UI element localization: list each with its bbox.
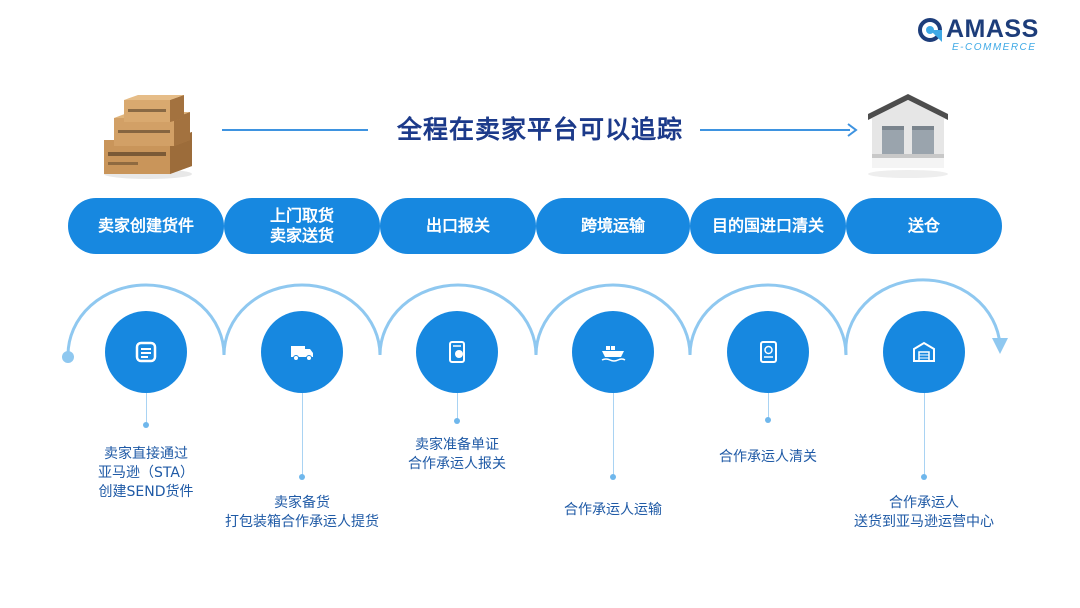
connector-dot-3 bbox=[454, 418, 460, 424]
ship-icon bbox=[601, 346, 626, 362]
step-text-1: 卖家直接通过 亚马逊（STA） 创建SEND货件 bbox=[98, 446, 194, 500]
step-circle-4 bbox=[572, 311, 654, 393]
step-text-6: 合作承运人 送货到亚马逊运营中心 bbox=[854, 495, 994, 530]
connector-4 bbox=[613, 393, 614, 478]
step-circle-5 bbox=[727, 311, 809, 393]
connector-dot-5 bbox=[765, 417, 771, 423]
connector-2 bbox=[302, 393, 303, 478]
pill-pickup-delivery: 上门取货 卖家送货 bbox=[224, 198, 380, 254]
step-circle-6 bbox=[883, 311, 965, 393]
logo-mark-icon bbox=[918, 18, 942, 42]
warehouse-image bbox=[868, 94, 948, 178]
connector-dot-1 bbox=[143, 422, 149, 428]
amass-logo: AMASS E-COMMERCE bbox=[918, 15, 1068, 60]
pill-label: 跨境运输 bbox=[580, 216, 645, 235]
warehouse-icon bbox=[913, 341, 935, 362]
brand-subtitle: E-COMMERCE bbox=[952, 42, 1037, 53]
passport-icon bbox=[449, 341, 465, 363]
pill-label: 送仓 bbox=[907, 216, 940, 235]
pill-label-line1: 上门取货 bbox=[269, 206, 334, 225]
pill-label: 卖家创建货件 bbox=[97, 216, 194, 235]
pill-export-customs: 出口报关 bbox=[380, 198, 536, 254]
step-text-4: 合作承运人运输 bbox=[564, 502, 662, 518]
step-circle-2 bbox=[261, 311, 343, 393]
pill-label: 目的国进口清关 bbox=[711, 216, 824, 235]
step-text-5: 合作承运人清关 bbox=[719, 449, 817, 465]
title-line-left bbox=[222, 129, 368, 131]
truck-icon bbox=[291, 346, 313, 361]
cardboard-boxes-image bbox=[104, 95, 192, 179]
connector-dot-6 bbox=[921, 474, 927, 480]
passport-book-icon bbox=[760, 341, 777, 363]
pill-warehouse-delivery: 送仓 bbox=[846, 198, 1002, 254]
connector-dot-2 bbox=[299, 474, 305, 480]
connector-dot-4 bbox=[610, 474, 616, 480]
form-icon bbox=[135, 341, 157, 363]
connector-6 bbox=[924, 393, 925, 478]
pill-label-line2: 卖家送货 bbox=[269, 226, 334, 245]
diagram-title: 全程在卖家平台可以追踪 bbox=[396, 115, 683, 144]
step-circle-1 bbox=[105, 311, 187, 393]
brand-name: AMASS bbox=[946, 15, 1039, 43]
arrow-right-icon bbox=[847, 123, 858, 137]
pill-label: 出口报关 bbox=[425, 216, 490, 235]
connector-1 bbox=[146, 393, 147, 425]
title-line-right bbox=[700, 129, 850, 131]
step-text-2: 卖家备货 打包装箱合作承运人提货 bbox=[225, 495, 379, 530]
step-text-3: 卖家准备单证 合作承运人报关 bbox=[408, 437, 506, 472]
pill-create-shipment: 卖家创建货件 bbox=[68, 198, 224, 254]
pill-import-clearance: 目的国进口清关 bbox=[690, 198, 846, 254]
pill-cross-border: 跨境运输 bbox=[536, 198, 690, 254]
connector-5 bbox=[768, 393, 769, 420]
connector-3 bbox=[457, 393, 458, 420]
step-circle-3 bbox=[416, 311, 498, 393]
